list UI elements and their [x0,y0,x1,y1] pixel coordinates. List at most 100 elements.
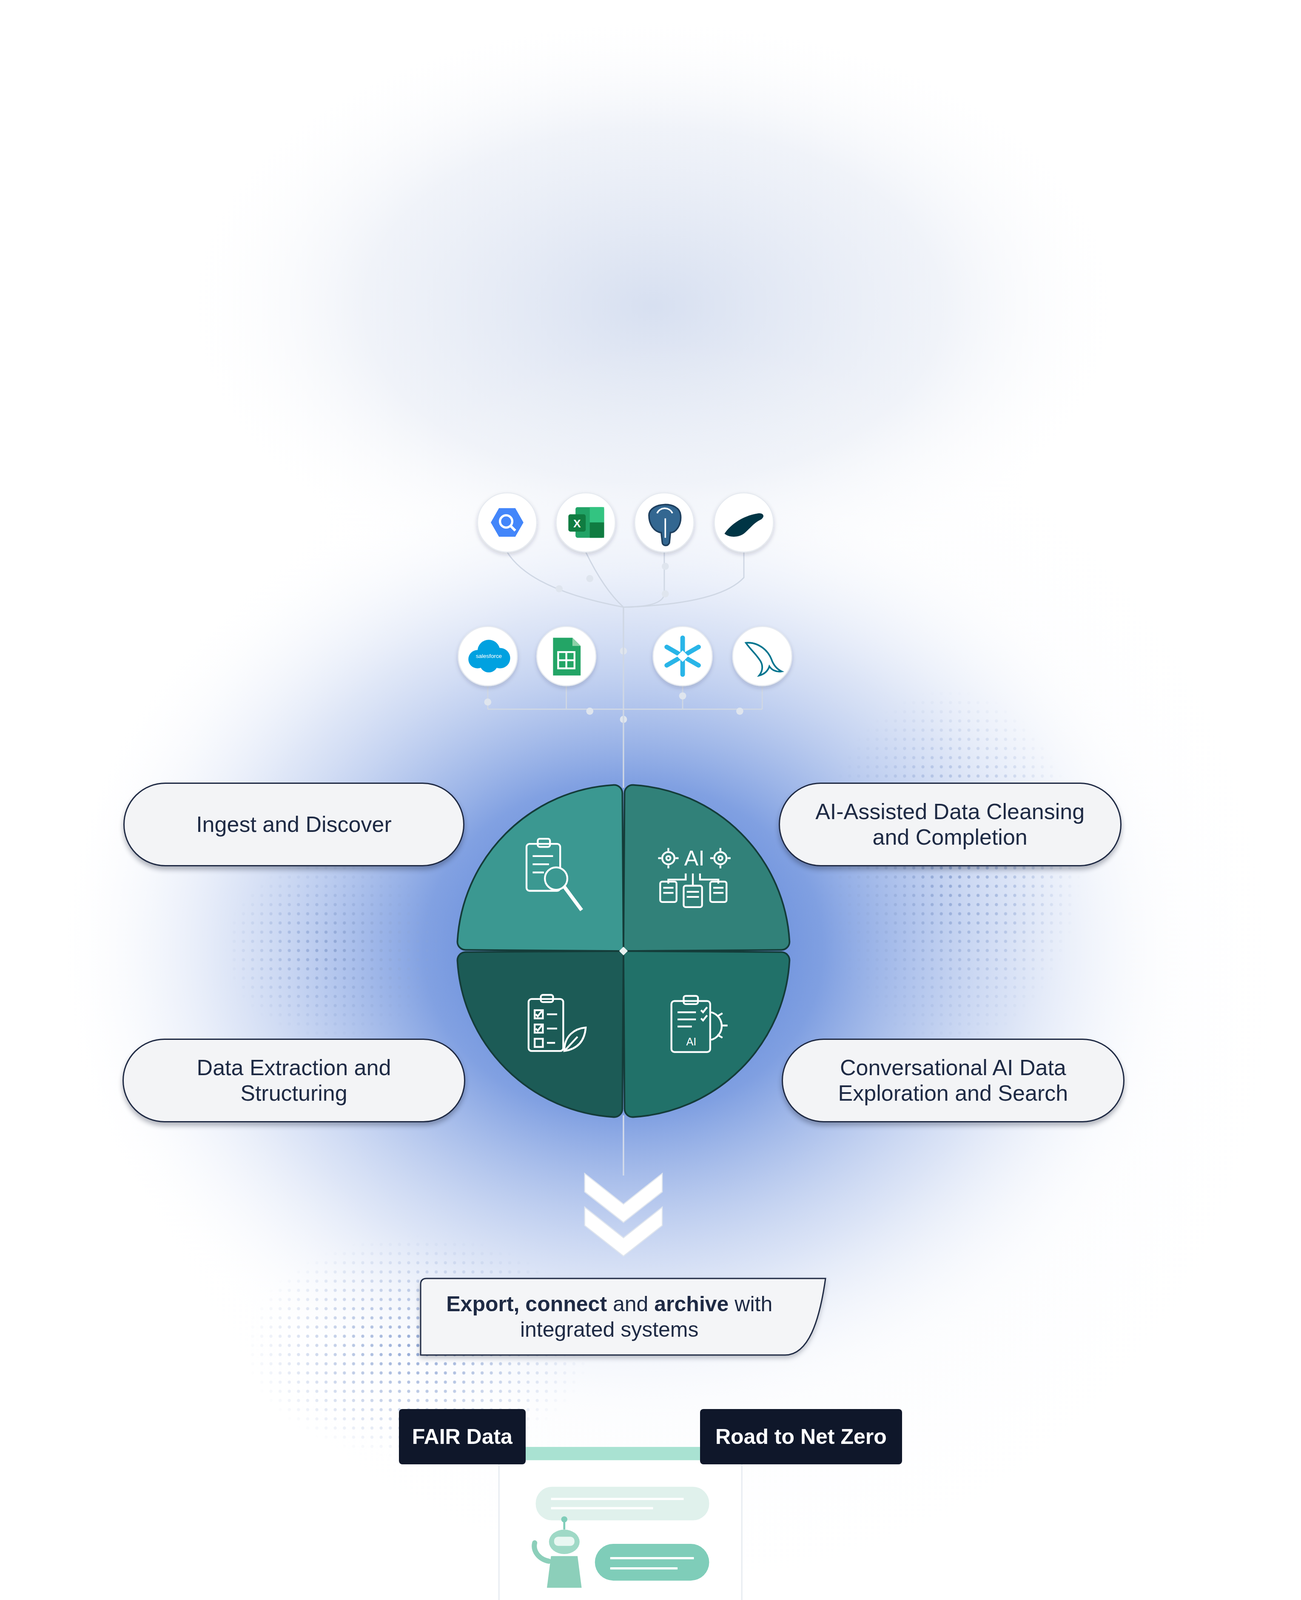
source-icon-mysql [732,626,792,686]
chat-illustration [549,1529,580,1555]
output-tab: Export, connect and archive with integra… [420,1278,826,1356]
chat-illustration [554,1536,575,1546]
source-wires [483,698,492,706]
source-wires [586,575,594,583]
chat-illustration [546,1556,582,1588]
step-pill: Ingest and Discover [123,782,465,867]
source-icon-bigquery [510,525,516,531]
quadrant-icon-ai-cleansing [660,881,677,903]
dot-texture [805,683,1092,1051]
source-wires [761,685,763,709]
source-icon-excel [568,514,586,532]
quadrant-icon-ai-cleansing [662,851,675,865]
source-icon-sheets [557,651,575,669]
source-icon-sheets [552,637,581,676]
chat-illustration [610,1558,695,1569]
source-icon-snowflake [666,637,699,675]
source-wires [623,552,744,608]
logo-text: X [573,518,581,530]
source-icon-mariadb [714,492,774,553]
source-wires [661,590,670,598]
source-icon-mariadb [714,492,774,553]
quadrant-icon-discover [526,838,582,911]
step-pill: AI-Assisted Data Cleansing and Completio… [778,782,1122,867]
wheel-quadrant [457,785,624,951]
source-icon-mariadb [724,513,764,537]
quadrant-icon-extraction [564,1027,586,1051]
dot-texture [214,846,460,1051]
source-icon-salesforce [458,626,518,686]
text-word: systems [620,1317,699,1342]
source-wires [586,707,594,715]
quadrant-icon-discover [532,863,549,866]
source-icon-mysql [732,626,792,686]
outcome-tag: Road to Net Zero [700,1409,903,1465]
quadrant-icon-conversational [671,996,728,1053]
source-icon-snowflake [666,646,699,666]
chat-illustration [534,1542,550,1562]
source-icon-sheets [536,626,596,686]
icon-text: AI [684,847,705,869]
source-icon-sheets [557,651,575,669]
quadrant-icon-extraction [535,1025,558,1031]
node-text: Conversational AI Data Exploration and S… [799,1055,1107,1107]
step-pill: Data Extraction and Structuring [122,1038,466,1123]
quadrant-icon-discover [564,886,582,911]
source-wires [486,685,489,709]
text-word: archive [654,1292,735,1316]
trunk-wire [622,607,624,789]
source-icon-bigquery [477,492,537,553]
quadrant-icon-discover [532,871,544,874]
source-icon-sheets [536,626,596,686]
node-text: Data Extraction and Structuring [140,1055,447,1107]
source-wires [487,708,763,710]
tab-outline [420,1278,826,1356]
chat-illustration [535,1486,710,1521]
quadrant-icon-extraction [540,994,554,1003]
quadrant-icon-ai-cleansing [718,856,723,861]
source-icon-snowflake [652,626,712,686]
quadrant-icon-discover [537,838,550,847]
quadrant-icon-extraction [528,994,586,1051]
quadrant-icon-ai-cleansing [663,887,724,897]
source-icon-snowflake [666,646,699,666]
source-wires [506,552,624,608]
source-icon-salesforce [468,639,510,673]
flow-chevrons [584,1173,663,1223]
chat-illustration [498,1454,742,1600]
source-icon-snowflake [652,626,712,686]
tab-outline [420,1278,826,1356]
quadrant-icon-extraction [535,1011,558,1017]
source-icon-excel [556,492,616,553]
icon-text: AI [686,1036,697,1048]
quadrant-icon-conversational [671,1001,711,1053]
text-word: integrated [520,1317,621,1342]
flow-chevrons [584,1207,663,1256]
source-wires [483,562,744,724]
source-icon-postgresql [634,492,694,553]
background-glow [51,10,1301,1600]
source-icon-excel [589,506,605,523]
source-icon-excel [589,522,605,538]
source-icon-bigquery [490,508,524,537]
chat-illustration [551,1498,684,1509]
wheel-quadrant [623,785,790,951]
process-wheel [457,785,790,1118]
source-wires [736,707,744,715]
source-wires [661,562,670,570]
quadrant-icon-conversational [683,996,698,1005]
quadrant-icon-ai-cleansing [714,851,727,865]
quadrant-icon-discover [544,867,568,890]
flow-chevrons [584,1173,663,1256]
quadrant-icon-extraction [546,1041,556,1044]
wheel-quadrant [623,950,790,1117]
outcome-tag: FAIR Data [398,1409,526,1465]
node-text: FAIR Data [412,1424,513,1450]
chat-illustration [498,1446,742,1600]
quadrant-icon-ai-cleansing [710,881,727,903]
text-word: and [612,1292,655,1316]
text-word: Export, [446,1292,526,1316]
node-text: Road to Net Zero [715,1424,887,1450]
background-glow [51,469,1195,1429]
